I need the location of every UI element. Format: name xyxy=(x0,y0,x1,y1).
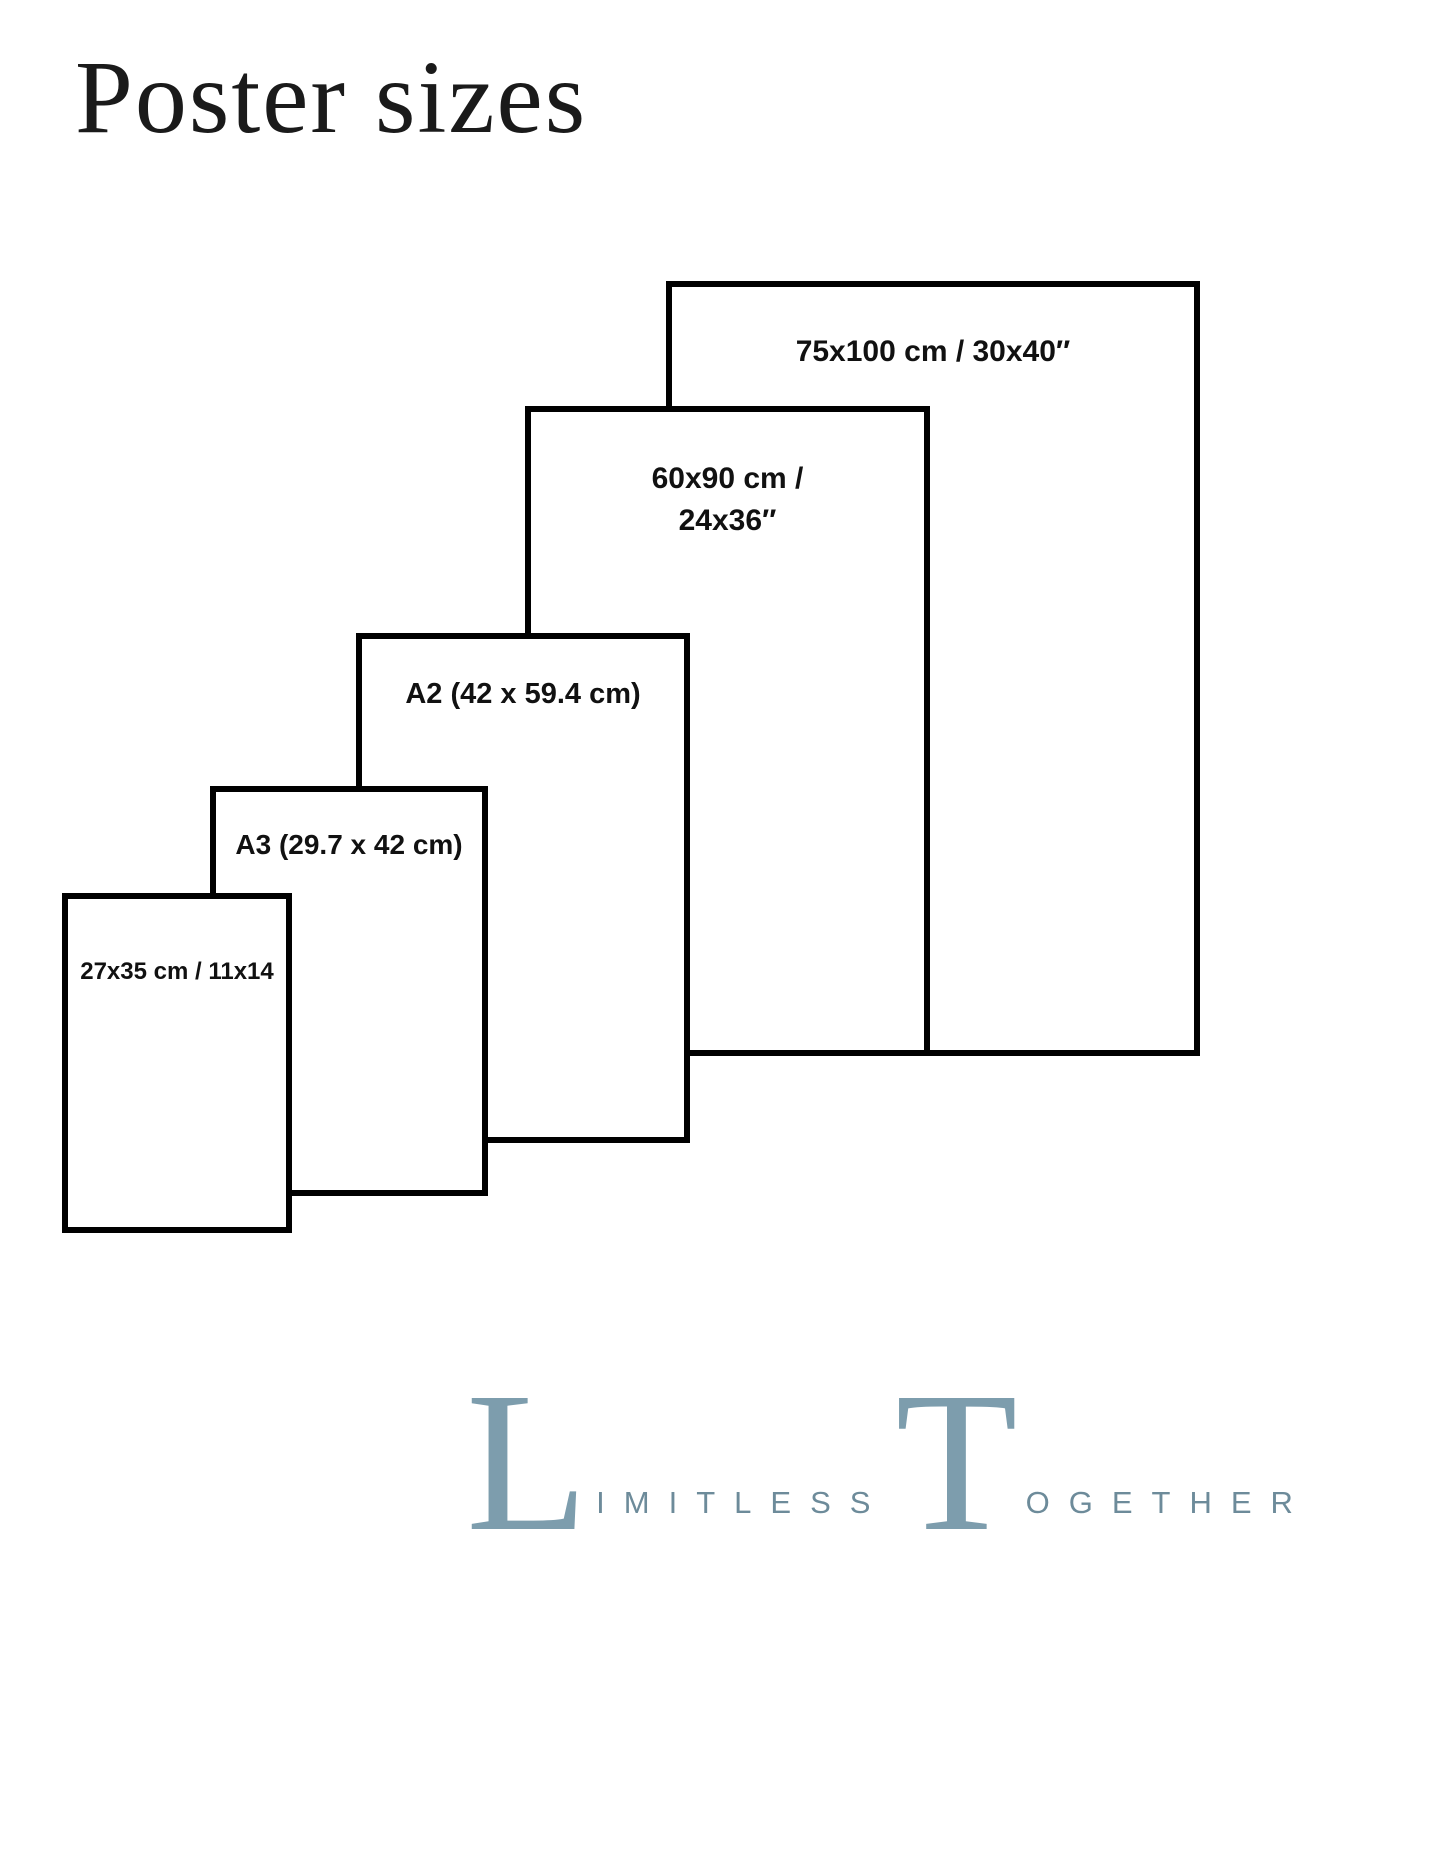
poster-size-label-27x35: 27x35 cm / 11x14 xyxy=(80,958,274,985)
poster-size-label-60x90: 60x90 cm / 24x36″ xyxy=(531,412,924,542)
poster-size-label-75x100: 75x100 cm / 30x40″ xyxy=(795,335,1071,368)
brand-logo: L IMITLESS T OGETHER xyxy=(466,1352,1312,1573)
poster-size-label-a2: A2 (42 x 59.4 cm) xyxy=(405,678,641,710)
logo-initial-l: L xyxy=(466,1352,589,1573)
poster-size-label-60x90-line2: 24x36″ xyxy=(678,504,777,537)
poster-size-label-60x90-line1: 60x90 cm / xyxy=(651,462,804,495)
logo-initial-t: T xyxy=(895,1352,1018,1573)
page-title: Poster sizes xyxy=(75,40,588,155)
poster-size-label-a3: A3 (29.7 x 42 cm) xyxy=(235,829,463,860)
poster-box-27x35: 27x35 cm / 11x14 xyxy=(62,893,292,1233)
logo-text-limitless: IMITLESS xyxy=(596,1485,890,1520)
logo-text-together: OGETHER xyxy=(1025,1485,1312,1520)
